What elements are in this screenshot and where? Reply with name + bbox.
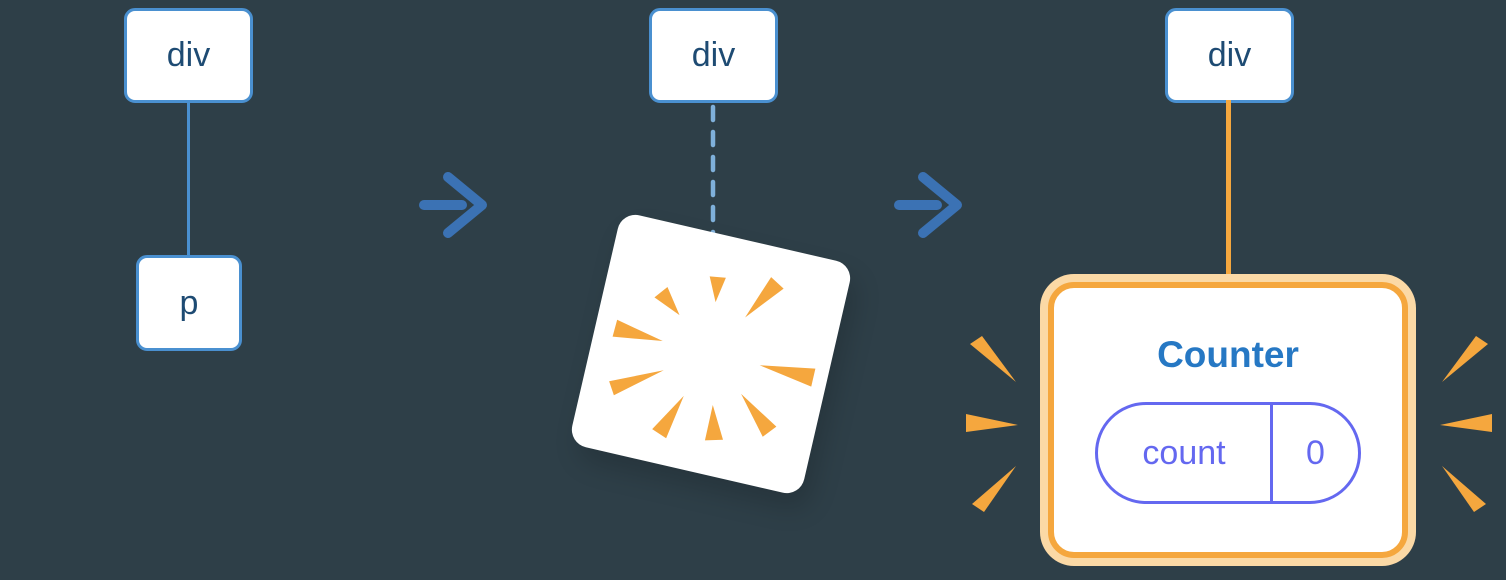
component-title: Counter [1157, 334, 1299, 375]
counter-component-card: Counter count 0 [1048, 282, 1408, 558]
state-key-label: count [1142, 433, 1226, 472]
arrow-right-icon [419, 172, 487, 238]
state-pill: count 0 [1095, 402, 1361, 504]
tree-edge-highlight [1226, 100, 1231, 276]
state-value: 0 [1270, 405, 1358, 501]
sparkle-icon [966, 336, 1018, 512]
tree-edge [187, 100, 190, 258]
poof-card [568, 211, 854, 497]
dom-node-div-before: div [124, 8, 253, 103]
dom-node-p: p [136, 255, 242, 351]
dom-node-div-after: div [1165, 8, 1294, 103]
arrow-right-icon [894, 172, 962, 238]
poof-icon [609, 276, 816, 441]
tree-edge-dashed [710, 104, 716, 238]
sparkle-icon [1440, 336, 1492, 512]
dom-node-div-removing: div [649, 8, 778, 103]
